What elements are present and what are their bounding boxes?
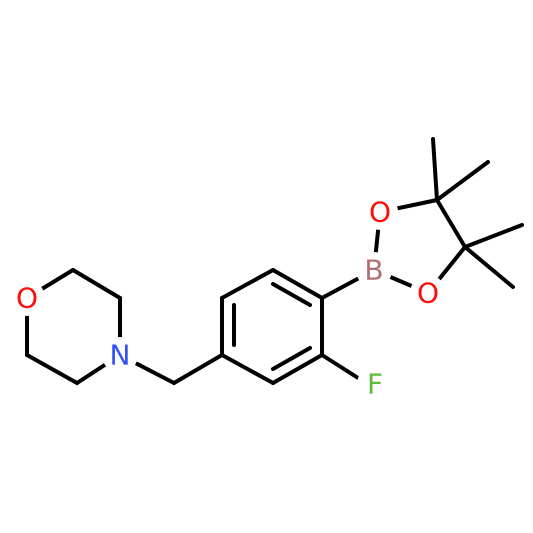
atom-b: B xyxy=(364,254,383,287)
bond-methyl-3 xyxy=(463,223,524,249)
bond-c-c-dioxaborolane xyxy=(435,198,467,249)
atom-f: F xyxy=(367,368,383,401)
bond-methyl-2 xyxy=(435,160,490,202)
atom-o-upper: O xyxy=(369,196,391,229)
bond-ring-5 xyxy=(271,353,324,385)
atom-bg-o-upper xyxy=(362,194,398,230)
bond-ch2-aryl xyxy=(172,353,224,385)
bond-ring-3 xyxy=(271,268,324,300)
atom-bg-n-morpholine xyxy=(102,337,138,373)
bond-ring-2 xyxy=(220,268,275,300)
bond-ring-6 xyxy=(220,353,275,385)
bond-ring-inner-3 xyxy=(271,346,312,371)
bond-methyl-1 xyxy=(431,137,439,202)
bond-c1-c2 xyxy=(25,353,79,385)
atom-bg-o-morpholine xyxy=(9,280,45,316)
atom-bg-b xyxy=(356,252,392,288)
atom-o-morpholine: O xyxy=(16,282,38,315)
bond-c3-c4 xyxy=(71,268,122,300)
atom-n-morpholine: N xyxy=(110,339,131,372)
atom-bg-o-lower xyxy=(410,275,446,311)
atom-o-lower: O xyxy=(417,277,439,310)
bond-ring-inner-2 xyxy=(271,282,312,307)
atom-bg-f xyxy=(357,366,393,402)
bond-methyl-4 xyxy=(463,245,515,289)
